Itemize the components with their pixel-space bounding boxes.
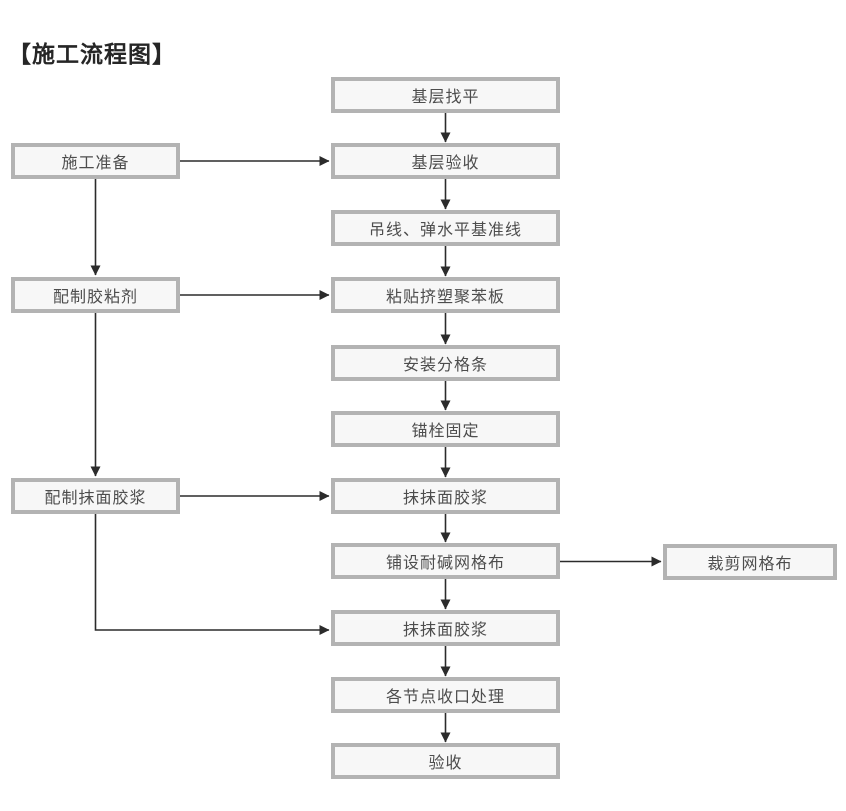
step-base-acceptance: 基层验收	[331, 143, 560, 179]
step-apply-surface-mortar-2: 抹抹面胶浆	[331, 610, 560, 646]
step-base-leveling: 基层找平	[331, 77, 560, 113]
step-cut-mesh: 裁剪网格布	[663, 544, 837, 580]
step-final-acceptance: 验收	[331, 743, 560, 779]
step-hang-line-datum: 吊线、弹水平基准线	[331, 210, 560, 246]
step-node-closing-treatment: 各节点收口处理	[331, 677, 560, 713]
step-lay-alkali-mesh: 铺设耐碱网格布	[331, 543, 560, 579]
step-construction-preparation: 施工准备	[11, 143, 180, 179]
step-paste-xps-board: 粘贴挤塑聚苯板	[331, 277, 560, 313]
step-install-dividing-strips: 安装分格条	[331, 345, 560, 381]
step-apply-surface-mortar-1: 抹抹面胶浆	[331, 478, 560, 514]
step-prepare-surface-mortar: 配制抹面胶浆	[11, 478, 180, 514]
step-anchor-bolt-fixing: 锚栓固定	[331, 411, 560, 447]
step-prepare-adhesive: 配制胶粘剂	[11, 277, 180, 313]
arrow-l3-m9	[94, 514, 330, 635]
page-title: 【施工流程图】	[8, 41, 176, 67]
